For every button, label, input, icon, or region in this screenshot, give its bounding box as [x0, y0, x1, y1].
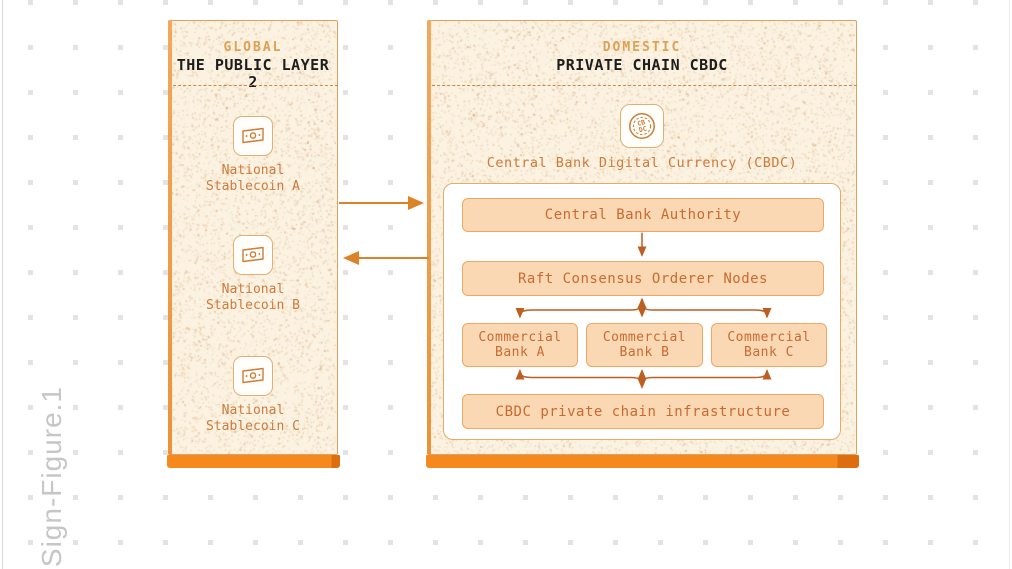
bank-b-line1: Commercial	[603, 330, 686, 345]
panel-left-strip	[168, 20, 172, 455]
bank-b-line2: Bank B	[620, 345, 670, 360]
domestic-kicker: DOMESTIC	[427, 41, 857, 55]
bank-c-line2: Bank C	[744, 345, 794, 360]
global-public-layer-panel: GLOBAL THE PUBLIC LAYER 2 National Stabl…	[168, 20, 338, 468]
stablecoin-b-line1: National	[206, 282, 300, 298]
domestic-cbdc-panel: DOMESTIC PRIVATE CHAIN CBDC CB DC Centra…	[427, 20, 857, 468]
bank-a-line1: Commercial	[478, 330, 561, 345]
raft-consensus-orderer-box: Raft Consensus Orderer Nodes	[462, 261, 824, 296]
stablecoin-a-line2: Stablecoin A	[206, 179, 300, 195]
stablecoin-c-line2: Stablecoin C	[206, 419, 300, 435]
header-separator	[427, 85, 857, 86]
stablecoin-c-line1: National	[206, 403, 300, 419]
domestic-panel-header: DOMESTIC PRIVATE CHAIN CBDC	[427, 41, 857, 74]
stablecoin-c-label: National Stablecoin C	[206, 403, 300, 435]
panel-base-bar	[167, 455, 340, 468]
global-panel-header: GLOBAL THE PUBLIC LAYER 2	[168, 41, 338, 91]
commercial-bank-c-box: Commercial Bank C	[711, 323, 827, 367]
commercial-bank-b-box: Commercial Bank B	[586, 323, 703, 367]
cbdc-node: CB DC Central Bank Digital Currency (CBD…	[427, 104, 857, 171]
central-bank-authority-box: Central Bank Authority	[462, 198, 824, 232]
header-separator	[168, 85, 338, 86]
panel-left-strip	[427, 20, 431, 455]
stablecoin-a-label: National Stablecoin A	[206, 163, 300, 195]
stablecoin-a-node: National Stablecoin A	[168, 116, 338, 195]
right-edge-line	[1009, 0, 1010, 569]
cbdc-infrastructure-box: CBDC private chain infrastructure	[462, 394, 824, 429]
private-chain-container: Central Bank Authority Raft Consensus Or…	[443, 183, 841, 440]
banknote-icon	[233, 235, 273, 275]
coin-text-bottom: DC	[638, 125, 648, 135]
global-kicker: GLOBAL	[168, 41, 338, 55]
bank-c-line1: Commercial	[727, 330, 810, 345]
left-edge-line	[2, 0, 3, 569]
coin-icon: CB DC	[620, 104, 664, 148]
stablecoin-c-node: National Stablecoin C	[168, 356, 338, 435]
commercial-bank-a-box: Commercial Bank A	[462, 323, 578, 367]
banknote-icon	[233, 116, 273, 156]
panel-base-bar	[426, 455, 859, 468]
domestic-title: PRIVATE CHAIN CBDC	[427, 57, 857, 74]
stablecoin-b-node: National Stablecoin B	[168, 235, 338, 314]
stablecoin-b-line2: Stablecoin B	[206, 298, 300, 314]
figure-caption: Sign-Figure.1	[36, 386, 68, 567]
banknote-icon	[233, 356, 273, 396]
bank-a-line2: Bank A	[495, 345, 545, 360]
cbdc-label: Central Bank Digital Currency (CBDC)	[487, 155, 798, 171]
stablecoin-b-label: National Stablecoin B	[206, 282, 300, 314]
stablecoin-a-line1: National	[206, 163, 300, 179]
